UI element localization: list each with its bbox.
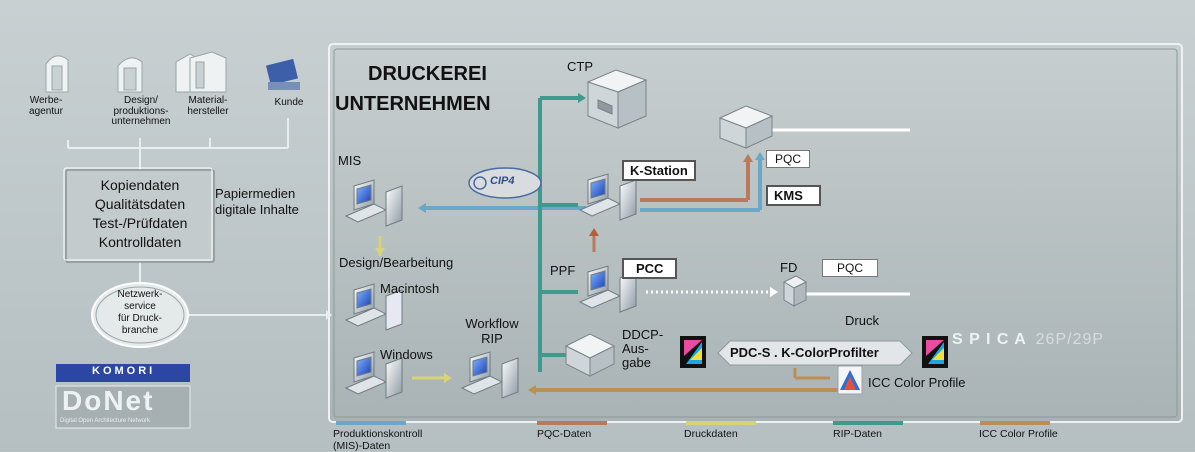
legend-icc: ICC Color Profile xyxy=(979,428,1058,440)
pdcs-label: PDC-S . K-ColorProfilter xyxy=(730,345,879,360)
cip4-logo: CIP4 xyxy=(490,175,515,187)
ppf-label: PPF xyxy=(550,263,576,278)
network-line: für Druck- xyxy=(118,313,162,324)
kms-box: KMS xyxy=(766,185,821,206)
ctp-machine xyxy=(586,69,648,129)
icc-label: ICC Color Profile xyxy=(868,375,966,390)
enterprise-title-line1: DRUCKEREI xyxy=(368,63,487,85)
ctp-label: CTP xyxy=(567,59,593,74)
legend-pqc: PQC-Daten xyxy=(537,428,592,440)
data-box-line: Kopiendaten xyxy=(100,177,180,193)
workflow-line: RIP xyxy=(481,331,503,346)
mis-label: MIS xyxy=(338,153,362,168)
network-line: Netzwerk- xyxy=(117,289,163,300)
ddcp-line: gabe xyxy=(622,355,651,370)
media-label: Papiermedien digitale Inhalte xyxy=(215,186,299,218)
data-box-text: Kopiendaten Qualitätsdaten Test-/Prüfdat… xyxy=(66,176,214,252)
computer-icons xyxy=(344,173,637,399)
legend-rip: RIP-Daten xyxy=(833,428,883,440)
ddcp-label: DDCP- Aus- gabe xyxy=(622,328,663,370)
cip4-ellipse xyxy=(468,167,542,199)
druck-label: Druck xyxy=(845,313,879,328)
ddcp-printer xyxy=(564,333,616,377)
pqc-box-top: PQC xyxy=(766,150,811,168)
ddcp-line: Aus- xyxy=(622,341,649,356)
data-box-line: Kontrolldaten xyxy=(98,234,182,250)
donet-logo: DoNet xyxy=(62,385,155,416)
source-werbeagentur: Werbe- agentur xyxy=(29,95,63,117)
left-connectors xyxy=(67,118,326,316)
windows-label: Windows xyxy=(380,347,433,362)
source-material: Material- hersteller xyxy=(187,95,229,117)
pqc-box-bottom: PQC xyxy=(822,259,879,277)
data-box-line: Test-/Prüfdaten xyxy=(92,215,188,231)
enterprise-title-line2: UNTERNEHMEN xyxy=(335,93,491,115)
fd-device xyxy=(782,275,808,307)
macintosh-label: Macintosh xyxy=(380,281,440,296)
data-box-line: Qualitätsdaten xyxy=(94,196,186,212)
legend-mis: Produktionskontroll (MIS)-Daten xyxy=(333,428,423,452)
legend-swatches xyxy=(336,421,1050,425)
media-line: digitale Inhalte xyxy=(215,202,299,217)
press-machine xyxy=(718,105,774,149)
network-line: service xyxy=(124,301,156,312)
donet-subtitle: Digital Open Architecture Network xyxy=(60,418,151,424)
kstation-box: K-Station xyxy=(622,160,696,181)
network-service-label: Netzwerk- service für Druck- branche xyxy=(100,289,180,337)
legend-druck: Druckdaten xyxy=(684,428,738,440)
design-label: Design/Bearbeitung xyxy=(339,255,454,270)
fd-label: FD xyxy=(780,260,798,275)
customer-icon xyxy=(265,58,300,90)
source-design: Design/ produktions- unternehmen xyxy=(111,95,171,127)
building-icons xyxy=(45,51,227,93)
workflow-line: Workflow xyxy=(465,316,519,331)
pcc-box: PCC xyxy=(622,258,678,279)
data-box xyxy=(65,169,215,263)
workflow-label: Workflow RIP xyxy=(462,316,522,346)
icc-profile-icon xyxy=(837,365,863,395)
network-line: branche xyxy=(121,325,159,336)
spica-model: 26P/29P xyxy=(1035,331,1105,348)
media-line: Papiermedien xyxy=(215,186,296,201)
spica-text: S P I C A xyxy=(952,331,1027,348)
source-kunde: Kunde xyxy=(274,97,304,108)
color-swatch-icons xyxy=(680,336,948,368)
ddcp-line: DDCP- xyxy=(622,327,664,342)
komori-logo: KOMORI xyxy=(92,365,156,377)
pdcs-arrow xyxy=(717,340,913,366)
network-service-ellipse xyxy=(91,282,189,348)
spica-logo: S P I C A 26P/29P xyxy=(952,331,1105,349)
